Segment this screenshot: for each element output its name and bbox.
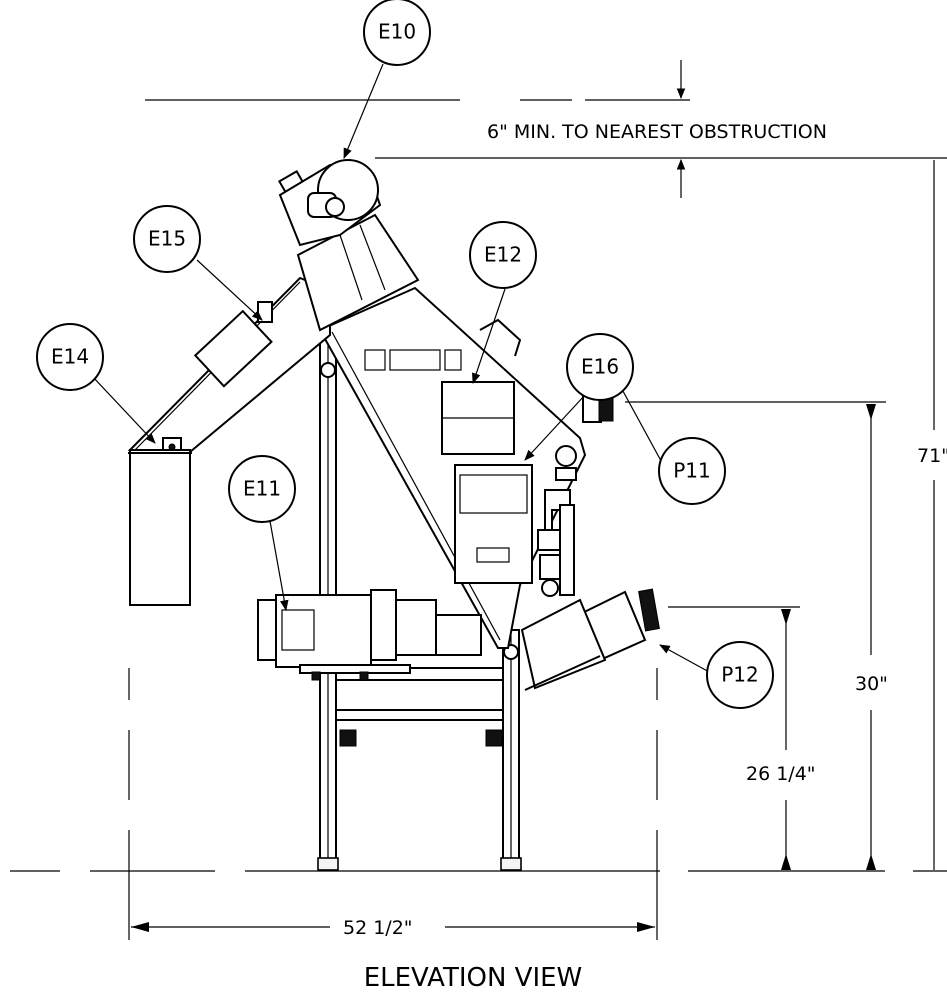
callout-e16: E16 (566, 333, 634, 401)
leader-lines (91, 63, 712, 674)
overall-height-label: 71" (917, 445, 947, 467)
clearance-dimension: 6" MIN. TO NEAREST OBSTRUCTION (145, 60, 947, 198)
outlet-height-dimension: 26 1/4" (668, 606, 816, 870)
width-label: 52 1/2" (343, 917, 413, 939)
svg-text:E12: E12 (484, 243, 522, 267)
callout-e12: E12 (469, 221, 537, 289)
valve-assembly (537, 445, 577, 597)
width-dimension: 52 1/2" (128, 668, 658, 940)
svg-text:P12: P12 (721, 663, 759, 687)
inlet-height-label: 30" (855, 673, 888, 695)
svg-text:E11: E11 (243, 477, 281, 501)
outlet-elbow (520, 588, 660, 691)
svg-text:E10: E10 (378, 20, 416, 44)
inlet-height-dimension: 30" (625, 401, 888, 870)
callout-e10: E10 (363, 0, 431, 66)
callout-e11: E11 (228, 455, 296, 523)
hopper-body (318, 286, 587, 649)
callout-e15: E15 (133, 205, 201, 273)
overall-height-dimension: 71" (917, 160, 947, 870)
top-motor (277, 159, 382, 247)
callout-e14: E14 (36, 323, 104, 391)
clearance-label: 6" MIN. TO NEAREST OBSTRUCTION (487, 121, 827, 143)
callout-p12: P12 (706, 641, 774, 709)
pump-motor (257, 589, 482, 681)
callout-p11: P11 (658, 437, 726, 505)
svg-text:P11: P11 (673, 459, 711, 483)
outlet-height-label: 26 1/4" (746, 763, 816, 785)
svg-text:E15: E15 (148, 227, 186, 251)
svg-text:E16: E16 (581, 355, 619, 379)
svg-text:E14: E14 (51, 345, 89, 369)
view-title: ELEVATION VIEW (364, 963, 583, 993)
discharge-chute (127, 276, 331, 606)
